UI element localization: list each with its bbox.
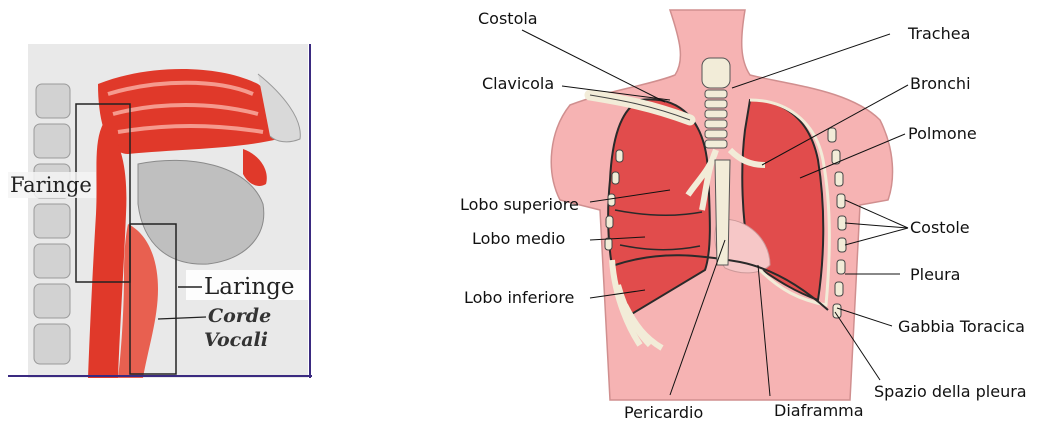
label-lobo-superiore: Lobo superiore [460, 195, 579, 214]
label-costola: Costola [478, 9, 538, 28]
chest-illustration: Costola Clavicola Trachea Bronchi Polmon… [440, 0, 1049, 423]
label-polmone: Polmone [908, 124, 977, 143]
sternum [715, 160, 730, 265]
label-lobo-inferiore: Lobo inferiore [464, 288, 574, 307]
label-diaframma: Diaframma [774, 401, 864, 420]
label-pleura: Pleura [910, 265, 960, 284]
label-lobo-medio: Lobo medio [472, 229, 565, 248]
label-clavicola: Clavicola [482, 74, 554, 93]
label-laringe: Laringe [204, 274, 294, 300]
label-costole: Costole [910, 218, 970, 237]
label-trachea: Trachea [907, 24, 970, 43]
label-gabbia-toracica: Gabbia Toracica [898, 317, 1025, 336]
label-pericardio: Pericardio [624, 403, 703, 422]
label-corde: Corde [208, 305, 271, 327]
throat-diagram: Faringe Laringe Corde Vocali [8, 44, 312, 378]
label-bronchi: Bronchi [910, 74, 971, 93]
throat-illustration: Faringe Laringe Corde Vocali [8, 44, 312, 378]
label-faringe: Faringe [10, 173, 92, 197]
label-vocali: Vocali [204, 329, 268, 351]
chest-diagram: Costola Clavicola Trachea Bronchi Polmon… [440, 0, 1049, 423]
trachea-rings [702, 58, 730, 148]
label-spazio-pleura: Spazio della pleura [874, 382, 1027, 401]
